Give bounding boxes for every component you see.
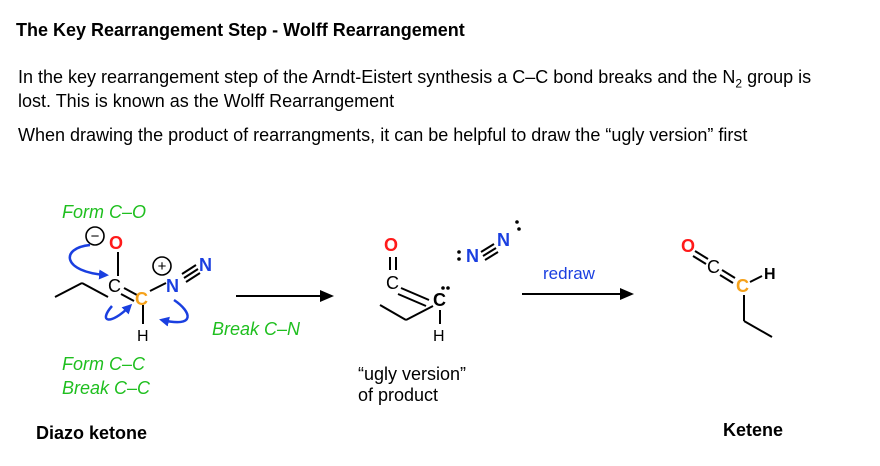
atom-hydrogen: H: [433, 328, 445, 345]
bond: [181, 264, 197, 275]
lone-pair-dot: [457, 250, 461, 254]
curved-arrow-icon: [159, 298, 189, 327]
bond: [185, 272, 201, 283]
bond: [749, 275, 763, 283]
lone-pair-dot: [517, 227, 521, 231]
label-diazo-ketone: Diazo ketone: [36, 423, 147, 443]
label-form-co: Form C–O: [62, 202, 146, 222]
label-of-product: of product: [358, 385, 438, 405]
lone-pair-dot: [515, 220, 519, 224]
bond: [692, 255, 707, 265]
plus-sign: +: [158, 258, 167, 275]
curved-arrow-icon: [104, 303, 133, 321]
intro-text-b: group is lost. This is known as the Wolf…: [18, 67, 812, 111]
atom-carbon: C: [108, 276, 121, 296]
atom-nitrogen: N: [166, 276, 179, 296]
label-ugly-version: “ugly version”: [358, 364, 466, 384]
label-ketene: Ketene: [723, 420, 783, 440]
curved-arrow-icon: [68, 243, 109, 280]
label-form-cc: Form C–C: [62, 354, 146, 374]
page-title: The Key Rearrangement Step - Wolff Rearr…: [16, 20, 465, 40]
ugly-product-structure: O C C H N N “ugly version” of product: [358, 220, 521, 405]
atom-carbon-carbene: C: [433, 290, 446, 310]
bond: [482, 247, 497, 257]
atom-carbon: C: [707, 257, 720, 277]
intro-paragraph: In the key rearrangement step of the Arn…: [18, 65, 838, 113]
atom-carbon-alpha: C: [736, 276, 749, 296]
atom-nitrogen-terminal: N: [199, 255, 212, 275]
bond: [54, 282, 83, 298]
atom-oxygen: O: [681, 236, 695, 256]
bond: [405, 305, 434, 321]
negative-charge-icon: [85, 226, 105, 246]
bond: [120, 293, 135, 302]
bond: [484, 251, 499, 261]
tip-paragraph: When drawing the product of rearrangment…: [18, 125, 748, 145]
lone-pair-dot: [457, 257, 461, 261]
arrow-head-icon: [320, 290, 334, 302]
intro-subscript: 2: [735, 76, 743, 91]
lone-pair-dot: [446, 286, 450, 290]
bond: [397, 293, 427, 307]
bond: [183, 268, 199, 279]
bond: [743, 320, 773, 338]
atom-carbon-alpha: C: [135, 289, 148, 309]
atom-nitrogen: N: [466, 246, 479, 266]
atom-nitrogen-terminal: N: [497, 230, 510, 250]
label-break-cn: Break C–N: [212, 319, 301, 339]
diazo-ketone-structure: O C C H N N − + Form C–O Form C–C Break …: [36, 202, 212, 443]
bond: [81, 282, 109, 298]
bond: [719, 274, 734, 284]
bond: [694, 250, 709, 260]
positive-charge-icon: [152, 256, 172, 276]
bond: [123, 287, 138, 296]
atom-oxygen: O: [384, 235, 398, 255]
label-redraw: redraw: [543, 264, 596, 283]
bond: [149, 282, 167, 292]
arrow-head-icon: [620, 288, 634, 300]
intro-text-a: In the key rearrangement step of the Arn…: [18, 67, 736, 87]
atom-hydrogen: H: [764, 266, 776, 283]
bond: [721, 269, 736, 279]
lone-pair-dot: [441, 286, 445, 290]
bond: [379, 304, 407, 321]
ketene-structure: O C C H Ketene: [681, 236, 783, 440]
label-break-cc: Break C–C: [62, 378, 151, 398]
bond: [480, 243, 495, 253]
bond: [400, 287, 430, 301]
atom-carbon: C: [386, 273, 399, 293]
minus-sign: −: [91, 228, 100, 245]
atom-hydrogen: H: [137, 328, 149, 345]
atom-oxygen: O: [109, 233, 123, 253]
